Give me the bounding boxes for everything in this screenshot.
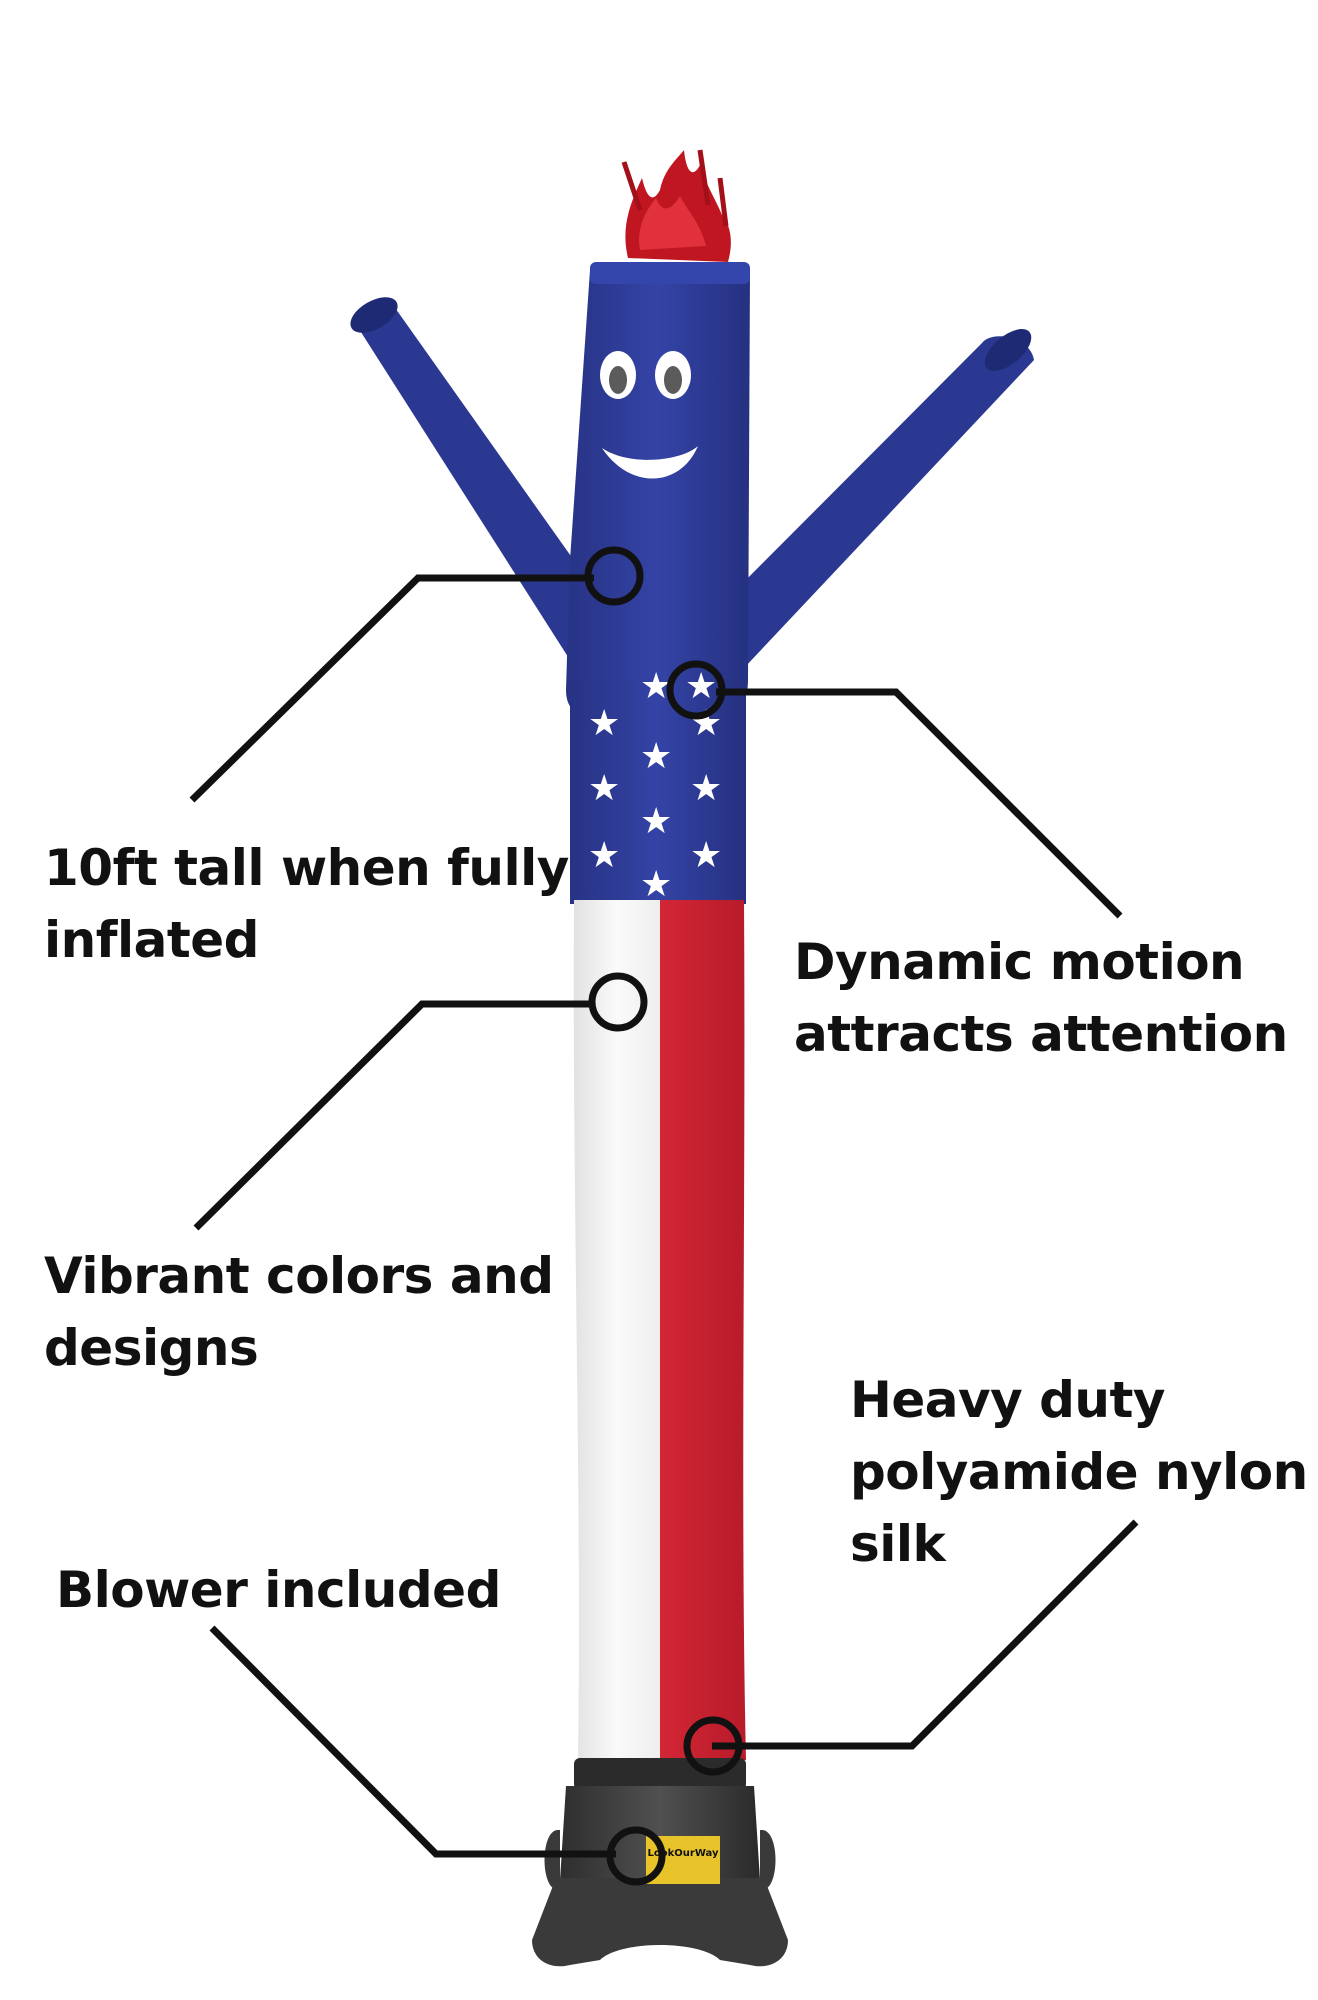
callout-line-motion [716,688,1123,919]
lower-body-stripes [573,900,746,1760]
callout-colors: Vibrant colors and designs [44,1240,554,1384]
callout-blower: Blower included [56,1554,501,1626]
callout-colors-line1: Vibrant colors and [44,1247,554,1305]
callout-motion-line2: attracts attention [794,1005,1288,1063]
callout-lines [189,546,1139,1886]
callout-line-colors [193,1000,594,1231]
callout-height-line1: 10ft tall when fully [44,839,569,897]
callout-material-line2: polyamide nylon [850,1443,1308,1501]
head-top [590,262,750,284]
callout-material: Heavy duty polyamide nylon silk [850,1364,1308,1580]
callout-dot-blower [606,1826,666,1886]
right-arm [700,329,1034,668]
face-graphic [600,351,698,479]
callout-motion: Dynamic motion attracts attention [794,926,1288,1070]
callout-line-blower [209,1625,616,1858]
callout-line-height [189,574,594,803]
callout-height-line2: inflated [44,911,259,969]
callout-motion-line1: Dynamic motion [794,933,1245,991]
callout-height: 10ft tall when fully inflated [44,832,569,976]
callout-colors-line2: designs [44,1319,259,1377]
upper-body [566,270,750,716]
callout-dot-material [683,1716,743,1776]
callout-blower-line1: Blower included [56,1561,501,1619]
callout-material-line1: Heavy duty [850,1371,1165,1429]
left-arm [350,297,602,660]
callout-material-line3: silk [850,1515,946,1573]
top-streamer [621,149,731,262]
blower-brand-text: LookOurWay [648,1848,719,1859]
callout-dot-motion [666,660,726,720]
callout-dot-height [584,546,644,606]
star-panel: ★★ ★★ ★ ★★ ★ ★★ ★ [570,666,746,905]
callout-dot-colors [588,972,648,1032]
star-pattern: ★★ ★★ ★ ★★ ★ ★★ ★ [588,666,734,905]
callout-line-material [712,1519,1139,1750]
